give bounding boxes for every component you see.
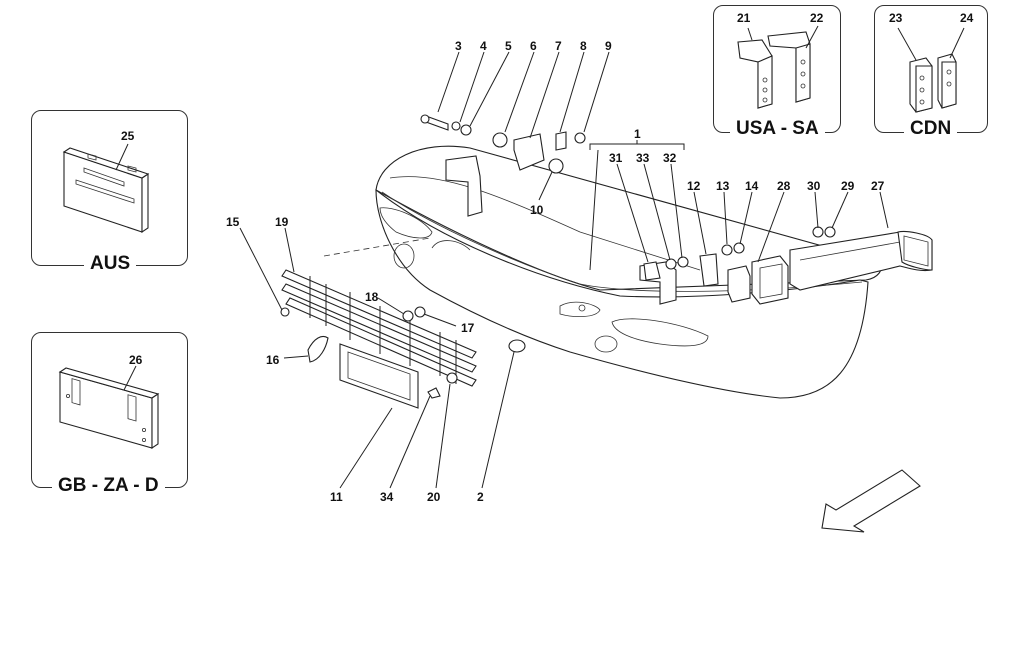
spacer-28-drawing: [727, 255, 789, 305]
callout-17: 17: [461, 321, 475, 335]
callout-3: 3: [455, 39, 462, 53]
callout-4: 4: [480, 39, 487, 53]
callout-11: 11: [330, 490, 343, 504]
small-parts-drawing: [280, 306, 526, 399]
plate-11-drawing: [339, 343, 419, 409]
callout-1: 1: [634, 127, 641, 141]
callout-32: 32: [663, 151, 677, 165]
direction-arrow: [821, 469, 921, 533]
plate-26-drawing: [58, 365, 160, 450]
inset-label-aus: AUS: [84, 254, 137, 274]
callout-18: 18: [365, 290, 379, 304]
callout-16: 16: [266, 353, 280, 367]
callout-7: 7: [555, 39, 562, 53]
callout-8: 8: [580, 39, 587, 53]
emblem-16-drawing: [307, 335, 329, 363]
callout-29: 29: [841, 179, 855, 193]
plate-25-drawing: [62, 143, 150, 234]
inset-label-cdn: CDN: [904, 119, 958, 139]
brackets-21-22-drawing: [737, 25, 819, 109]
callout-10: 10: [530, 203, 544, 217]
callout-13: 13: [716, 179, 730, 193]
inset-label-usa-sa: USA - SA: [730, 119, 825, 139]
callout-9: 9: [605, 39, 612, 53]
callout-6: 6: [530, 39, 537, 53]
hardware-right-drawing: [643, 226, 836, 287]
callout-15: 15: [226, 215, 240, 229]
callout-21: 21: [737, 11, 751, 25]
callout-33: 33: [636, 151, 650, 165]
grille-19-drawing: [281, 237, 477, 387]
brackets-23-24-drawing: [897, 27, 965, 113]
callout-27: 27: [871, 179, 885, 193]
inset-label-gb-za-d: GB - ZA - D: [52, 476, 165, 496]
callout-5: 5: [505, 39, 512, 53]
callout-25: 25: [121, 129, 135, 143]
callout-2: 2: [477, 490, 484, 504]
bumper-drawing: [375, 145, 882, 399]
duct-27-drawing: [789, 230, 933, 291]
hardware-upper-drawing: [420, 114, 586, 174]
callout-23: 23: [889, 11, 903, 25]
leader-lines: [239, 51, 889, 489]
callout-12: 12: [687, 179, 701, 193]
callout-19: 19: [275, 215, 289, 229]
callout-31: 31: [609, 151, 623, 165]
callout-22: 22: [810, 11, 824, 25]
callout-28: 28: [777, 179, 791, 193]
callout-14: 14: [745, 179, 759, 193]
callout-26: 26: [129, 353, 143, 367]
callout-30: 30: [807, 179, 821, 193]
callout-20: 20: [427, 490, 441, 504]
callout-24: 24: [960, 11, 974, 25]
callout-34: 34: [380, 490, 394, 504]
